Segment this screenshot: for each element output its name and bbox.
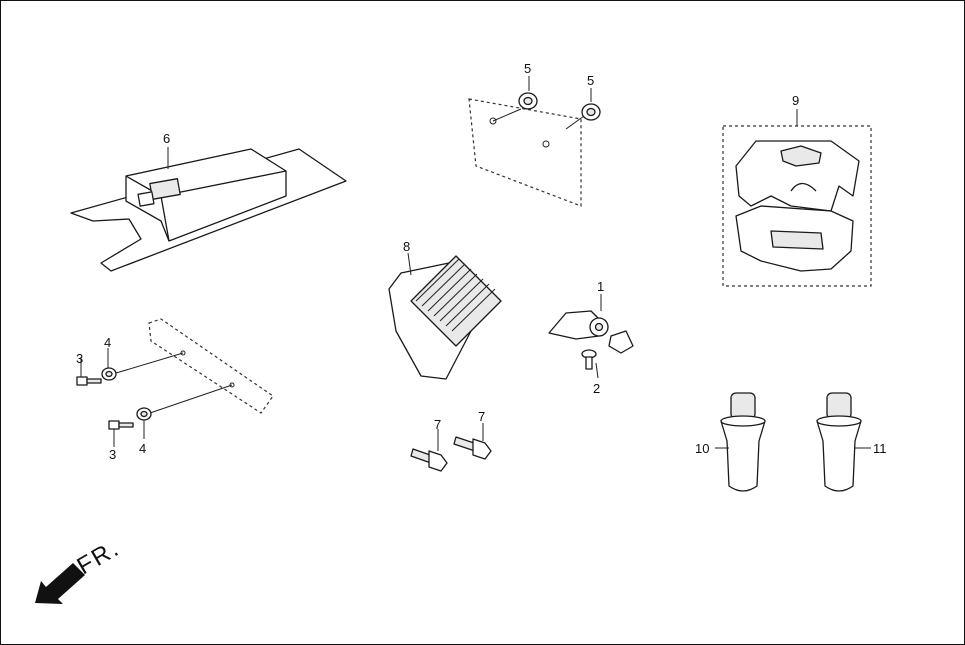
callout-2: 2	[593, 381, 600, 396]
part-5-grommet-a	[518, 76, 538, 110]
front-arrow-icon	[35, 563, 85, 604]
callout-5b: 5	[587, 73, 594, 88]
part-4-washer-b	[136, 407, 152, 439]
callout-10: 10	[695, 441, 709, 456]
part-5-panel	[468, 98, 585, 207]
callout-11: 11	[873, 441, 887, 456]
callout-6: 6	[163, 131, 170, 146]
callout-3a: 3	[76, 351, 83, 366]
part-7-bolt-b	[453, 423, 492, 460]
callout-1: 1	[597, 279, 604, 294]
callout-4a: 4	[104, 335, 111, 350]
callout-5a: 5	[524, 61, 531, 76]
part-1-lock	[548, 294, 634, 354]
part-11-bumper	[816, 392, 871, 492]
callout-7b: 7	[478, 409, 485, 424]
callout-8: 8	[403, 239, 410, 254]
part-8-filter	[388, 252, 502, 380]
part-10-bumper	[715, 392, 766, 492]
part-3-bolt-a	[76, 357, 102, 386]
part-9-cover	[735, 140, 860, 272]
callout-9: 9	[792, 93, 799, 108]
callout-3b: 3	[109, 447, 116, 462]
part-3-bolt-b	[108, 420, 134, 447]
part-6-seat-base	[70, 147, 347, 272]
part-7-bolt-a	[410, 429, 448, 472]
part-2-screw	[581, 349, 599, 379]
part-4-washer-a	[101, 348, 117, 381]
callout-7a: 7	[434, 417, 441, 432]
part-strip-outline	[148, 318, 274, 414]
part-5-grommet-b	[581, 88, 601, 121]
callout-4b: 4	[139, 441, 146, 456]
